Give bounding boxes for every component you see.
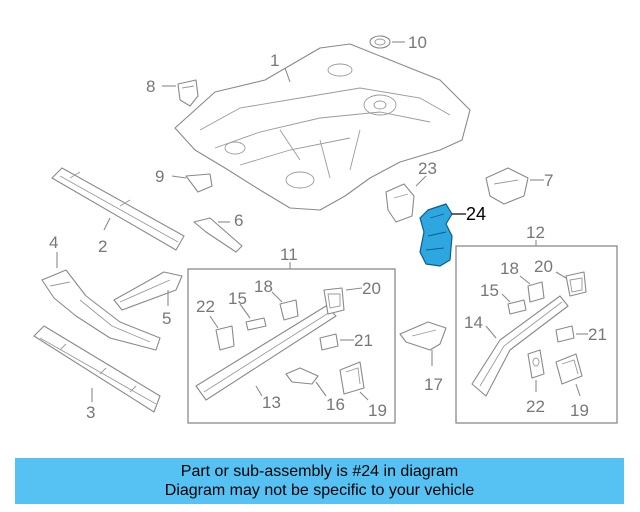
callout-9: 9 <box>155 167 164 186</box>
info-banner: Part or sub-assembly is #24 in diagram D… <box>15 458 624 504</box>
callout-7: 7 <box>544 171 553 190</box>
part-15-clip-left <box>245 317 267 331</box>
callout-12: 12 <box>526 223 545 242</box>
callout-14: 14 <box>464 313 483 332</box>
part-22-bracket-left <box>215 325 235 351</box>
banner-line-1: Part or sub-assembly is #24 in diagram <box>180 463 459 480</box>
group-11-box <box>187 268 396 424</box>
part-7-bracket <box>485 167 529 205</box>
part-2-crossmember <box>51 167 185 251</box>
part-13-side-sill <box>195 305 337 401</box>
callout-5: 5 <box>162 309 171 328</box>
part-15-clip-right <box>507 299 527 315</box>
callout-21a: 21 <box>354 331 373 350</box>
part-1-floor-pan <box>174 43 471 211</box>
callout-2: 2 <box>98 237 107 256</box>
callout-15b: 15 <box>480 281 499 300</box>
callout-20b: 20 <box>534 257 553 276</box>
part-18-bracket-left <box>279 299 299 321</box>
part-10-plug <box>369 35 391 49</box>
banner-line-2: Diagram may not be specific to your vehi… <box>164 482 475 499</box>
callout-18a: 18 <box>254 277 273 296</box>
part-24-highlighted <box>419 203 453 267</box>
callout-17: 17 <box>424 375 443 394</box>
callout-24: 24 <box>466 204 486 224</box>
callout-20a: 20 <box>362 279 381 298</box>
part-3-rear-rail <box>33 325 161 413</box>
part-5-gusset <box>113 271 183 311</box>
callout-6: 6 <box>234 211 243 230</box>
parts-diagram: 1 10 8 2 9 6 4 5 <box>33 33 618 424</box>
part-20-plate-right <box>565 271 587 297</box>
part-21-bracket-left <box>319 333 339 351</box>
part-9-bracket <box>185 173 213 193</box>
callout-22b: 22 <box>526 397 545 416</box>
part-22-bracket-right <box>527 349 545 379</box>
part-23-bracket <box>385 183 415 223</box>
callout-8: 8 <box>146 77 155 96</box>
part-8-bracket <box>177 79 199 107</box>
callout-23: 23 <box>418 159 437 178</box>
part-19-box-left <box>339 361 365 395</box>
part-4-front-rail <box>41 269 161 351</box>
callout-18b: 18 <box>500 259 519 278</box>
callout-21b: 21 <box>588 325 607 344</box>
callout-4: 4 <box>49 233 58 252</box>
callout-3: 3 <box>86 403 95 422</box>
part-20-plate-left <box>323 287 345 315</box>
part-17-bracket <box>399 321 447 351</box>
part-14-side-sill-right <box>471 295 569 397</box>
callout-13: 13 <box>262 393 281 412</box>
part-16-bracket <box>285 367 319 385</box>
part-19-box-right <box>555 353 583 385</box>
callout-11: 11 <box>280 245 298 264</box>
callout-15a: 15 <box>228 289 247 308</box>
callout-1: 1 <box>270 51 279 70</box>
callout-19a: 19 <box>368 401 387 420</box>
part-18-bracket-right <box>527 281 545 303</box>
callout-22a: 22 <box>196 297 215 316</box>
callout-10: 10 <box>408 33 427 52</box>
part-21-bracket-right <box>555 325 575 343</box>
callout-16: 16 <box>326 395 345 414</box>
part-6-brace <box>193 217 243 253</box>
callout-19b: 19 <box>570 401 589 420</box>
